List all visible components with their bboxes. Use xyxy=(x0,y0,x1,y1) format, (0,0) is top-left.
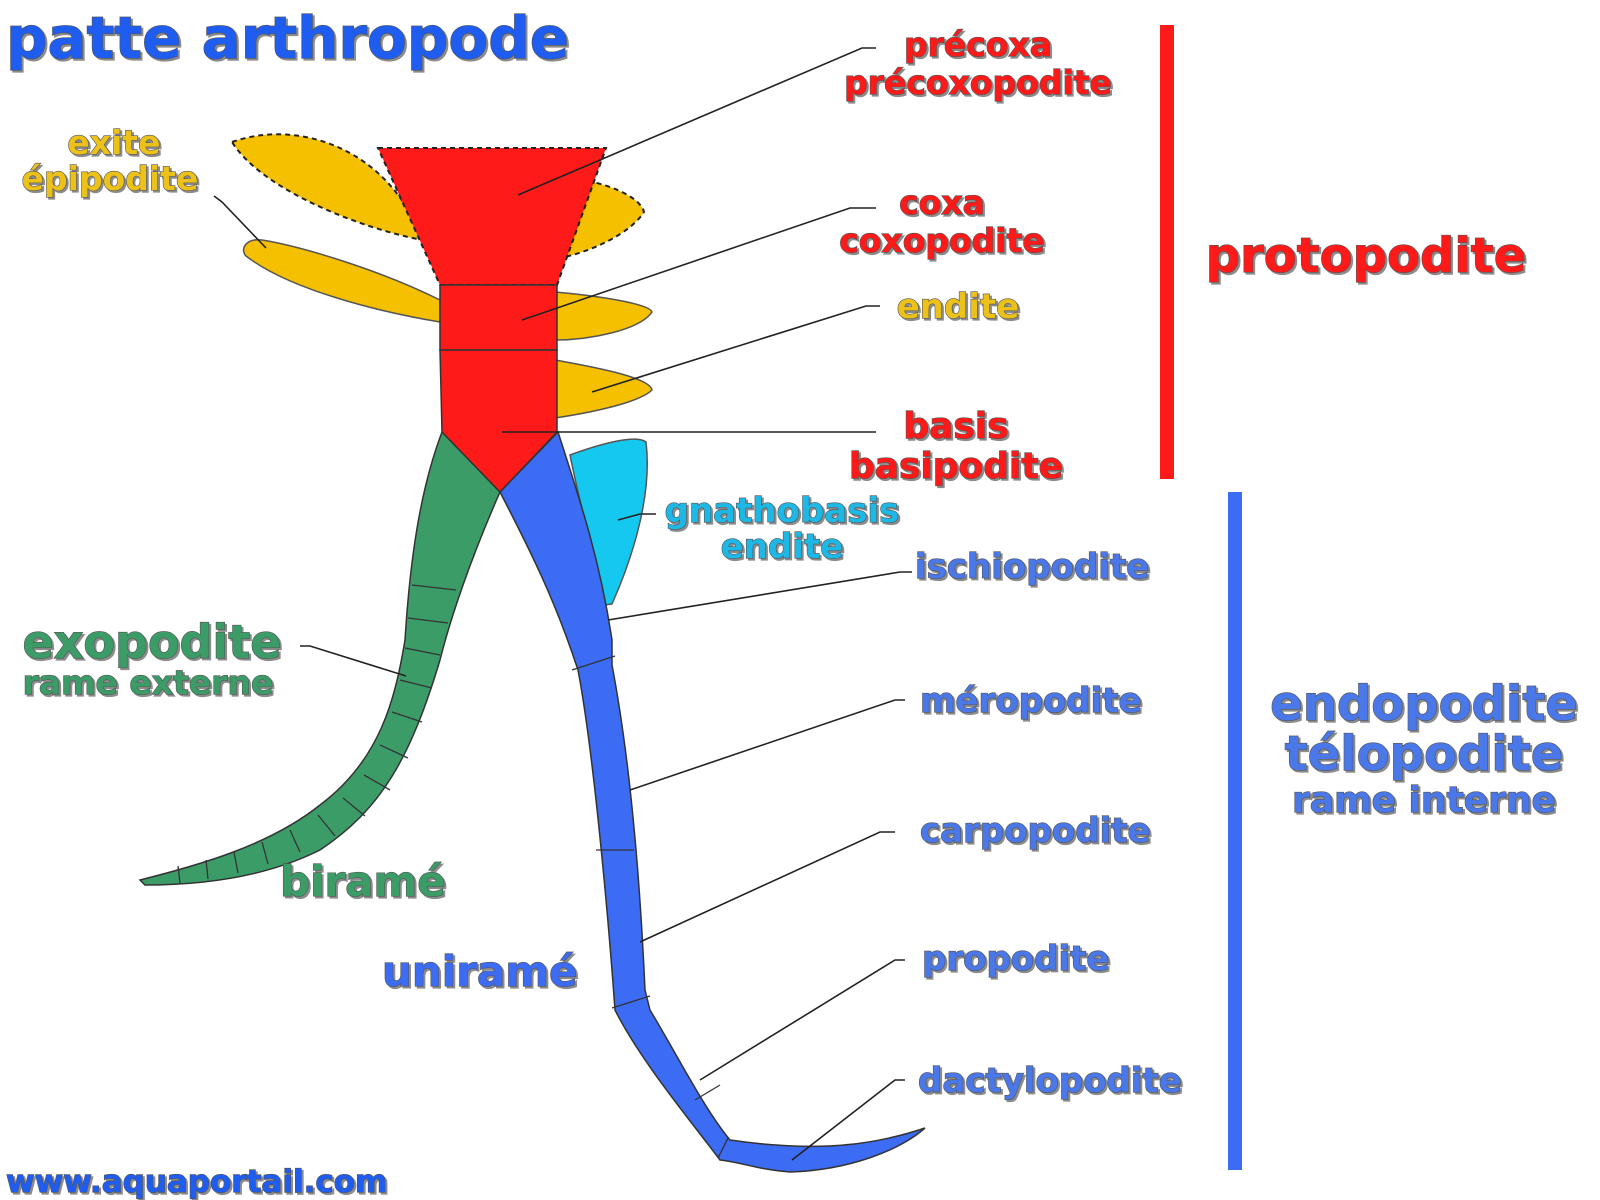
group-label-endopodite: endopodite xyxy=(1270,676,1578,732)
label-birame: biramé xyxy=(280,857,446,906)
label-basipodite: basipodite xyxy=(849,446,1063,487)
label-precoxa: précoxa xyxy=(904,25,1052,64)
precoxa-segment xyxy=(376,147,608,286)
label-gnathobasis: gnathobasis xyxy=(665,491,900,531)
coxa-segment xyxy=(439,284,558,351)
footer-url: www.aquaportail.com xyxy=(6,1164,387,1200)
leader-lines xyxy=(213,47,912,1161)
label-exopodite: exopodite xyxy=(23,615,282,669)
label-propodite: propodite xyxy=(922,939,1109,979)
basis-segment xyxy=(439,349,558,494)
label-rame-externe: rame externe xyxy=(23,663,274,702)
group-label-telopodite: télopodite xyxy=(1285,726,1564,782)
label-carpopodite: carpopodite xyxy=(920,811,1151,851)
label-ischiopodite: ischiopodite xyxy=(915,547,1149,587)
group-label-rame-interne: rame interne xyxy=(1292,780,1556,821)
page-title: patte arthropode xyxy=(6,4,569,72)
label-epipodite: épipodite xyxy=(22,159,199,198)
epipodite-lobe xyxy=(242,239,441,323)
exopodite-ramus xyxy=(138,430,501,886)
label-precoxopodite: précoxopodite xyxy=(844,63,1112,102)
coxa-endite-lobe xyxy=(554,291,653,341)
group-label-protopodite: protopodite xyxy=(1206,228,1527,284)
label-endite: endite xyxy=(897,287,1020,327)
label-dactylopodite: dactylopodite xyxy=(918,1061,1182,1101)
endopodite-ramus xyxy=(499,430,926,1173)
protopodite-bar xyxy=(1160,25,1174,479)
endopodite-segment-lines xyxy=(571,655,729,1159)
exopodite-segment-lines xyxy=(177,584,457,884)
label-basis: basis xyxy=(903,406,1008,447)
label-coxopodite: coxopodite xyxy=(839,221,1045,260)
label-gnathobasis-endite: endite xyxy=(721,527,844,567)
label-meropodite: méropodite xyxy=(920,681,1142,721)
label-unirame: uniramé xyxy=(382,947,578,996)
endopodite-bar xyxy=(1228,492,1242,1170)
label-coxa: coxa xyxy=(899,183,985,222)
label-exite: exite xyxy=(67,123,160,162)
